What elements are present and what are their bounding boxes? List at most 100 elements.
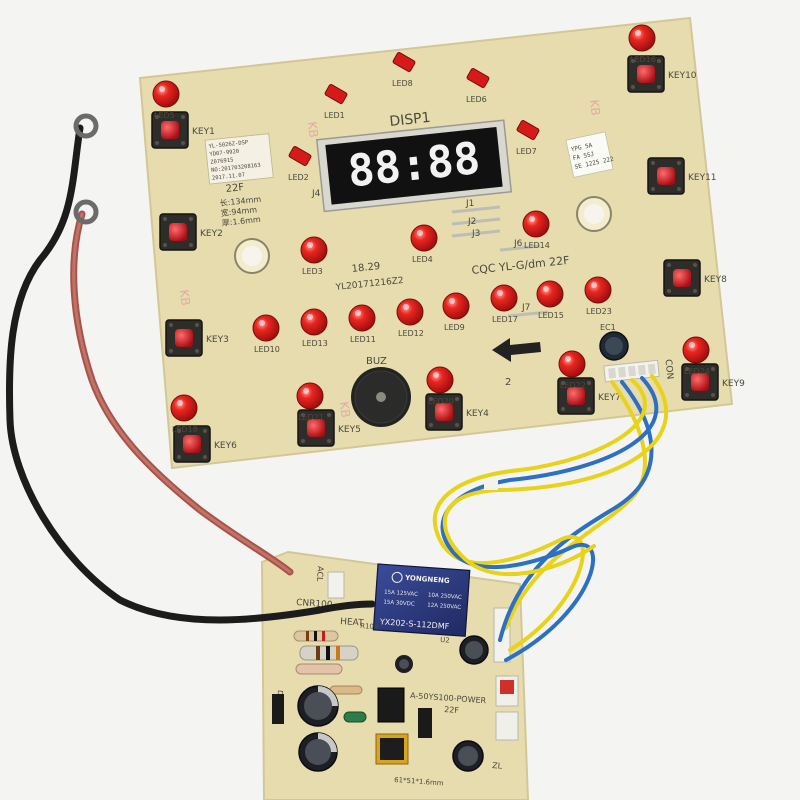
led-highlight [529, 216, 535, 222]
key-label: KEY5 [338, 425, 361, 435]
yellow-wire [432, 378, 647, 652]
led-label: LED10 [254, 345, 280, 354]
ec1-label: EC1 [600, 323, 616, 332]
tactile-button-key2[interactable]: KEY2 [159, 213, 223, 251]
smd-led-body [466, 68, 490, 88]
direction-arrow-icon [492, 338, 541, 362]
jumper-label: J6 [513, 239, 523, 249]
smd-led-body [324, 84, 348, 104]
key-label: KEY2 [200, 229, 223, 239]
ring-terminal-icon [73, 113, 99, 139]
led-dome [252, 314, 280, 342]
button-cap[interactable] [567, 387, 585, 405]
jumper-label: J2 [467, 217, 476, 227]
dim-width: 宽:94mm [220, 204, 258, 218]
led-label: LED24 [684, 367, 710, 376]
dim-length: 长:134mm [219, 194, 262, 208]
tactile-button-key7[interactable]: KEY7 [557, 377, 621, 415]
led-dome [396, 298, 424, 326]
button-corner [651, 161, 655, 165]
tactile-button-key3[interactable]: KEY3 [165, 319, 229, 357]
button-corner [181, 115, 185, 119]
button-corner [429, 397, 433, 401]
button-cap[interactable] [673, 269, 691, 287]
led-dome [682, 336, 710, 364]
tactile-button-key4[interactable]: KEY4 [425, 393, 489, 431]
led-highlight [449, 298, 455, 304]
led-highlight [543, 286, 549, 292]
led-highlight [565, 356, 571, 362]
tactile-button-key9[interactable]: KEY9 [681, 363, 745, 401]
led-led20: LED20 [426, 366, 454, 406]
button-cap[interactable] [307, 419, 325, 437]
led-led23: LED23 [584, 276, 612, 316]
con-label: CON [662, 359, 674, 380]
tactile-button-key6[interactable]: KEY6 [173, 425, 237, 463]
relay-logo-icon [391, 571, 403, 583]
jumper-label: J4 [311, 189, 321, 199]
diode [272, 694, 284, 724]
button-cap[interactable] [637, 65, 655, 83]
capacitor-ec1: EC1 [599, 323, 629, 361]
tactile-button-key8[interactable]: KEY8 [663, 259, 727, 297]
led-dome [426, 366, 454, 394]
blue-wire [440, 376, 659, 662]
button-corner [657, 59, 661, 63]
smd-led-body [516, 120, 540, 140]
power-board-dims: 61*51*1.6mm [394, 776, 444, 787]
button-corner [455, 423, 459, 427]
button-cap[interactable] [169, 223, 187, 241]
kb-mark: KB [177, 289, 193, 306]
tactile-button-key5[interactable]: KEY5 [297, 409, 361, 447]
led-led15: LED15 [536, 280, 564, 320]
button-corner [651, 187, 655, 191]
button-corner [327, 413, 331, 417]
button-cap[interactable] [657, 167, 675, 185]
power-board-size: 22F [444, 705, 460, 715]
button-cap[interactable] [175, 329, 193, 347]
arrow-number: 2 [505, 377, 511, 388]
button-cap[interactable] [691, 373, 709, 391]
key-label: KEY11 [688, 173, 717, 183]
zl-label: ZL [492, 761, 503, 771]
tactile-button-key11[interactable]: KEY11 [647, 157, 717, 195]
electrolytic-capacitors [297, 635, 489, 772]
led-led17: LED17 [490, 284, 518, 324]
jumper-label: J1 [465, 199, 474, 209]
led-dome [152, 80, 180, 108]
relay-spec: 12A 250VAC [427, 603, 461, 611]
tactile-button-key10[interactable]: KEY10 [627, 55, 697, 93]
yellow-wire [442, 374, 669, 577]
aux-connector [495, 711, 519, 741]
led-label: LED23 [586, 307, 612, 316]
led-highlight [303, 388, 309, 394]
button-cap[interactable] [161, 121, 179, 139]
relay: YONGNENG 15A 125VAC 10A 250VAC 15A 30VDC… [372, 563, 471, 637]
led-label: LED4 [412, 255, 433, 264]
label-line: Z076915 [210, 157, 234, 165]
led-label: LED8 [392, 79, 413, 88]
led-label: LED18 [172, 425, 198, 434]
led-led1: LED1 [324, 84, 348, 120]
led-label: LED5 [154, 111, 175, 120]
production-label: YL-5026Z-DSP YD07-9920 Z076915 NO:201703… [204, 133, 274, 185]
led-dome [170, 394, 198, 422]
button-corner [631, 85, 635, 89]
smd-led-body [392, 52, 416, 72]
tactile-button-key1[interactable]: KEY1 [151, 111, 215, 149]
ring-terminal-icon [73, 199, 99, 225]
led-led10: LED10 [252, 314, 280, 354]
led-highlight [307, 314, 313, 320]
button-cap[interactable] [435, 403, 453, 421]
jumpers: J1 J2 J3 J4 J5 J6 J7 [311, 189, 585, 398]
button-cap[interactable] [183, 435, 201, 453]
blue-wire [498, 380, 654, 642]
con-connector: CON [603, 359, 675, 383]
button-corner [177, 455, 181, 459]
button-corner [203, 429, 207, 433]
sticker-line: FA 5SJ [572, 151, 595, 162]
led-dome [348, 304, 376, 332]
jumper-label: J7 [521, 303, 530, 313]
led-highlight [689, 342, 695, 348]
